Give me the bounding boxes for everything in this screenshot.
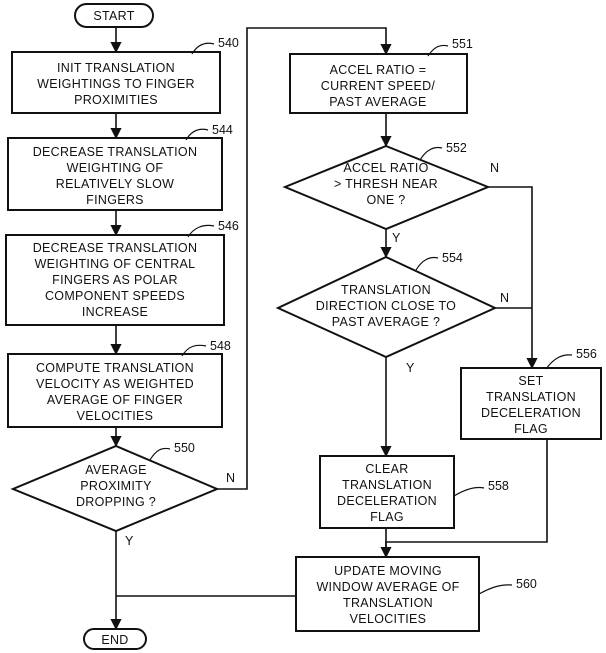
step-548-line-1: COMPUTE TRANSLATION — [36, 361, 194, 375]
step-551-ref: 551 — [452, 37, 473, 51]
step-544-box: DECREASE TRANSLATION WEIGHTING OF RELATI… — [7, 123, 233, 211]
step-548-ref: 548 — [210, 339, 231, 353]
step-551-line-2: CURRENT SPEED/ — [321, 79, 436, 93]
decision-554-line-3: PAST AVERAGE ? — [332, 315, 440, 329]
step-551-leader — [427, 44, 449, 57]
step-544-ref: 544 — [212, 123, 233, 137]
connectors — [110, 27, 548, 631]
step-544-line-4: FINGERS — [86, 193, 144, 207]
decision-550-yes-label: Y — [125, 534, 134, 548]
decision-554-no-label: N — [500, 291, 509, 305]
step-544-line-3: RELATIVELY SLOW — [56, 177, 174, 191]
decision-552-line-1: ACCEL RATIO — [343, 161, 428, 175]
step-544-line-2: WEIGHTING OF — [67, 161, 164, 175]
step-556-ref: 556 — [576, 347, 597, 361]
step-546-line-3: FINGERS AS POLAR — [52, 273, 178, 287]
decision-554-line-2: DIRECTION CLOSE TO — [316, 299, 456, 313]
step-560-line-1: UPDATE MOVING — [334, 564, 442, 578]
decision-550-line-2: PROXIMITY — [80, 479, 152, 493]
step-540-box: INIT TRANSLATION WEIGHTINGS TO FINGER PR… — [11, 36, 239, 114]
step-558-line-3: DECELERATION — [337, 494, 437, 508]
decision-554-yes-label: Y — [406, 361, 415, 375]
step-556-line-2: TRANSLATION — [486, 390, 576, 404]
step-546-line-2: WEIGHTING OF CENTRAL — [35, 257, 196, 271]
step-540-leader — [191, 42, 215, 55]
step-548-line-4: VELOCITIES — [77, 409, 154, 423]
step-556-line-1: SET — [518, 374, 543, 388]
start-label: START — [93, 9, 134, 23]
step-548-leader — [181, 344, 207, 357]
step-560-leader — [478, 584, 513, 595]
decision-552-yes-label: Y — [392, 231, 401, 245]
decision-552-leader — [419, 146, 443, 161]
step-548-line-2: VELOCITY AS WEIGHTED — [36, 377, 194, 391]
decision-554-leader — [415, 256, 439, 271]
step-540-line-1: INIT TRANSLATION — [57, 61, 175, 75]
step-551-box: ACCEL RATIO = CURRENT SPEED/ PAST AVERAG… — [289, 37, 473, 114]
decision-554-diamond: TRANSLATION DIRECTION CLOSE TO PAST AVER… — [275, 251, 509, 375]
step-540-line-3: PROXIMITIES — [74, 93, 158, 107]
decision-552-no-label: N — [490, 161, 499, 175]
step-558-leader — [453, 486, 485, 497]
step-546-box: DECREASE TRANSLATION WEIGHTING OF CENTRA… — [5, 219, 239, 326]
step-560-ref: 560 — [516, 577, 537, 591]
decision-552-diamond: ACCEL RATIO > THRESH NEAR ONE ? 552 N Y — [282, 141, 499, 245]
step-546-line-1: DECREASE TRANSLATION — [33, 241, 198, 255]
step-546-leader — [187, 224, 215, 238]
step-548-box: COMPUTE TRANSLATION VELOCITY AS WEIGHTED… — [7, 339, 231, 428]
step-558-ref: 558 — [488, 479, 509, 493]
step-544-line-1: DECREASE TRANSLATION — [33, 145, 198, 159]
start-terminal: START — [74, 3, 154, 28]
step-556-box: SET TRANSLATION DECELERATION FLAG 556 — [460, 347, 602, 440]
edge-552-556-no — [488, 186, 538, 370]
step-546-ref: 546 — [218, 219, 239, 233]
decision-550-line-3: DROPPING ? — [76, 495, 156, 509]
step-546-line-5: INCREASE — [82, 305, 148, 319]
step-560-line-2: WINDOW AVERAGE OF — [316, 580, 459, 594]
decision-554-line-1: TRANSLATION — [341, 283, 431, 297]
step-556-leader — [545, 354, 573, 370]
decision-554-ref: 554 — [442, 251, 463, 265]
edge-550-551-no — [217, 27, 392, 490]
step-540-ref: 540 — [218, 36, 239, 50]
step-558-line-1: CLEAR — [365, 462, 408, 476]
step-560-line-4: VELOCITIES — [350, 612, 427, 626]
step-558-line-4: FLAG — [370, 510, 404, 524]
decision-552-line-2: > THRESH NEAR — [334, 177, 438, 191]
step-544-leader — [185, 128, 209, 141]
step-551-line-3: PAST AVERAGE — [329, 95, 426, 109]
step-560-box: UPDATE MOVING WINDOW AVERAGE OF TRANSLAT… — [295, 556, 537, 632]
step-551-line-1: ACCEL RATIO = — [330, 63, 427, 77]
decision-552-ref: 552 — [446, 141, 467, 155]
step-548-line-3: AVERAGE OF FINGER — [47, 393, 183, 407]
decision-550-ref: 550 — [174, 441, 195, 455]
end-label: END — [101, 633, 128, 647]
step-558-box: CLEAR TRANSLATION DECELERATION FLAG 558 — [319, 455, 509, 529]
step-556-line-4: FLAG — [514, 422, 548, 436]
decision-550-leader — [149, 447, 171, 461]
step-556-line-3: DECELERATION — [481, 406, 581, 420]
decision-552-line-3: ONE ? — [366, 193, 405, 207]
decision-550-line-1: AVERAGE — [85, 463, 147, 477]
decision-550-no-label: N — [226, 471, 235, 485]
step-558-line-2: TRANSLATION — [342, 478, 432, 492]
decision-550-diamond: AVERAGE PROXIMITY DROPPING ? 550 N Y — [10, 441, 235, 548]
step-540-line-2: WEIGHTINGS TO FINGER — [37, 77, 195, 91]
end-terminal: END — [83, 628, 147, 650]
step-546-line-4: COMPONENT SPEEDS — [45, 289, 185, 303]
step-560-line-3: TRANSLATION — [343, 596, 433, 610]
